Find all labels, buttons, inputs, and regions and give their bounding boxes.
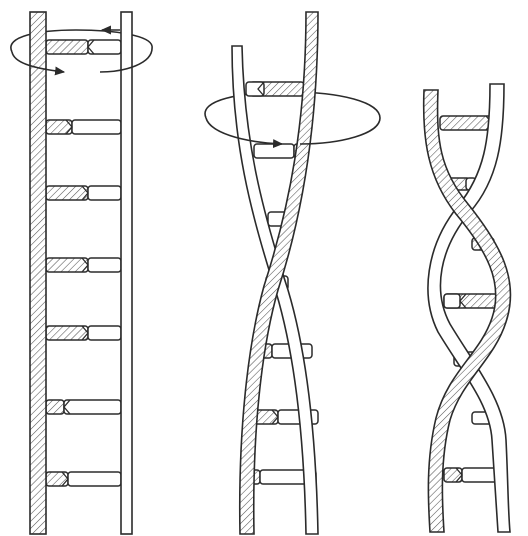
hatched-rail (30, 12, 46, 534)
rung (46, 186, 121, 200)
half-twisted-ladder-panel (205, 12, 380, 534)
rungs (46, 40, 121, 486)
rung (46, 120, 121, 134)
rung (46, 400, 121, 414)
plain-rail (121, 12, 132, 534)
rung (46, 472, 121, 486)
rung (246, 82, 304, 96)
rung (46, 258, 121, 272)
double-helix-panel (424, 84, 511, 532)
straight-ladder-panel (11, 12, 152, 534)
rung (46, 40, 121, 54)
rung (46, 326, 121, 340)
